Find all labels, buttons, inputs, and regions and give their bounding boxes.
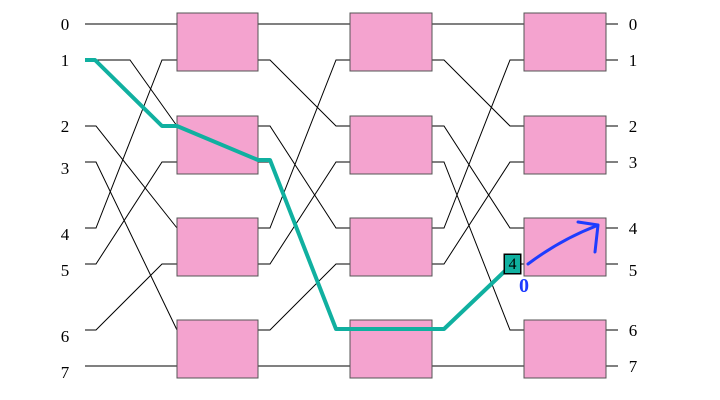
switch-s2-2 <box>349 217 433 277</box>
switch-s3-3 <box>523 319 607 379</box>
wire-in-2 <box>85 125 178 229</box>
output-label: 2 <box>628 117 638 136</box>
wires <box>85 23 618 367</box>
annotation-label: 0 <box>519 275 529 297</box>
input-label: 7 <box>60 363 70 382</box>
output-label: 7 <box>628 357 638 376</box>
wire-in-5 <box>85 161 177 265</box>
input-label: 4 <box>60 225 70 244</box>
switch-s3-2 <box>523 217 607 277</box>
input-label: 0 <box>60 15 70 34</box>
wire-s1-4 <box>258 59 350 229</box>
input-label: 3 <box>60 159 70 178</box>
wire-in-1 <box>85 59 178 127</box>
switch-s1-3 <box>176 319 259 379</box>
wire-in-6 <box>85 263 177 331</box>
output-label: 4 <box>628 219 638 238</box>
switch-s2-0 <box>349 12 433 72</box>
output-label: 6 <box>628 321 638 340</box>
wire-s1-6 <box>258 263 350 331</box>
wire-s1-1 <box>258 59 350 127</box>
switch-s1-2 <box>176 217 259 277</box>
input-label: 2 <box>60 117 70 136</box>
annotation-arrow-head <box>576 220 600 254</box>
wire-s2-2 <box>432 125 524 229</box>
wire-in-3 <box>85 161 178 331</box>
output-label: 3 <box>628 153 638 172</box>
switch-s2-1 <box>349 115 433 175</box>
wire-s2-3 <box>432 161 524 331</box>
input-label: 1 <box>60 51 70 70</box>
annotation-arrow <box>526 220 600 266</box>
input-label: 5 <box>60 261 70 280</box>
wire-s2-4 <box>432 59 524 229</box>
route-tag: 4 <box>504 254 521 274</box>
wire-s1-2 <box>258 125 350 229</box>
switch-s3-1 <box>523 115 607 175</box>
route-path <box>85 58 508 331</box>
wire-in-4 <box>85 59 177 229</box>
output-label: 0 <box>628 15 638 34</box>
wire-s1-5 <box>258 161 350 265</box>
output-label: 1 <box>628 51 638 70</box>
switch-s1-0 <box>176 12 259 72</box>
switch-s3-0 <box>523 12 607 72</box>
switch-boxes <box>176 12 607 379</box>
wire-s2-5 <box>432 161 524 265</box>
annotation-arrow-shaft <box>526 224 598 266</box>
wire-s2-1 <box>432 59 524 127</box>
input-label: 6 <box>60 327 70 346</box>
output-label: 5 <box>628 261 638 280</box>
